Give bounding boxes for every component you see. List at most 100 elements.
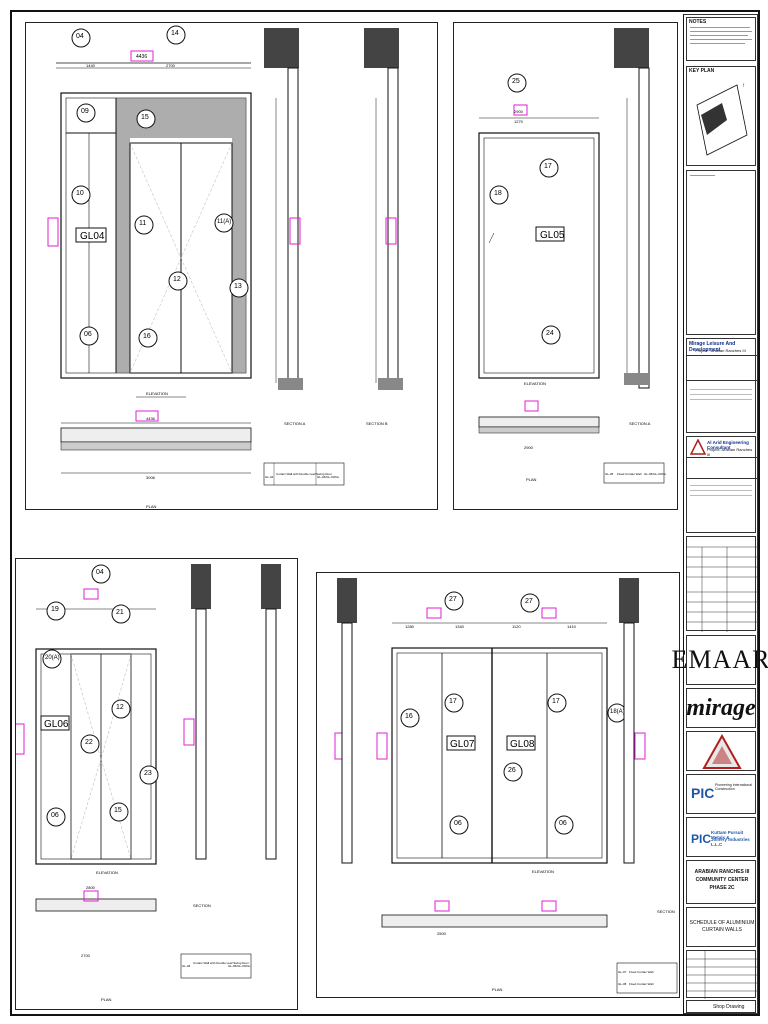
pic-company-name: Pioneering International Construction (715, 783, 752, 791)
drawing-info-grid (687, 951, 757, 999)
drawing-sheet-border (10, 10, 760, 1016)
bubble-label: 25 (512, 78, 520, 85)
bubble-label: 13 (234, 283, 242, 290)
schedule-cell: GL-05/GL-03/GL (644, 472, 667, 476)
schedule-cell: Fixed Curtain Wall (629, 970, 654, 974)
bubble-label: 23 (144, 770, 152, 777)
elevation-title: ELEVATION (524, 381, 546, 386)
project-name-box: ARABIAN RANCHES III COMMUNITY CENTER PHA… (686, 860, 756, 904)
svg-text:↑: ↑ (742, 83, 745, 89)
schedule-cell: GL-07 (618, 970, 627, 974)
consultant-name: Al Arid Engineering Consultant (707, 440, 749, 450)
dim-label: 1120 (512, 624, 521, 629)
drawing-info-box (686, 950, 757, 999)
consultant-project: Project: Arabian Ranches III (707, 447, 753, 457)
schedule-cell: GL-05 (605, 472, 614, 476)
consultant-logo-icon (690, 439, 706, 455)
bubble-label: 10 (76, 190, 84, 197)
project-line-2: COMMUNITY CENTER (695, 877, 749, 883)
gl07-gl08-drawing: 1280 1340 1120 1410 GL07 GL08 27 27 17 1… (334, 578, 678, 994)
client-project: Project : Arabian Ranches III (695, 348, 746, 353)
pic2-name-line2: Joinery Industries L.L.C (711, 837, 750, 847)
bubble-label: 21 (116, 609, 124, 616)
gl06-drawing: GL06 04 19 21 20(A) 12 22 23 06 15 ELEVA… (13, 564, 281, 1002)
type-tag-gl07: GL07 (450, 739, 475, 750)
dim-label: 2900 (514, 109, 524, 114)
plan-title: PLAN (101, 997, 112, 1002)
callout-bubbles: 04 14 09 15 10 11 11(A) 12 13 06 16 (71, 25, 249, 348)
elevation-title: ELEVATION (532, 869, 554, 874)
consultant-triangle-icon (702, 734, 742, 769)
section-title: SECTION B (366, 421, 388, 426)
panel-gl05: 2900 1270 GL05 25 17 18 24 ELEVATION 290… (453, 22, 678, 510)
bubble-label: 18 (494, 190, 502, 197)
type-tag-gl08: GL08 (510, 739, 535, 750)
bubble-label: 04 (96, 569, 104, 576)
panel-gl06: GL06 04 19 21 20(A) 12 22 23 06 15 ELEVA… (13, 558, 298, 1010)
sheet-title-line-1: SCHEDULE OF ALUMINIUM (689, 920, 755, 926)
client-name: Mirage Leisure And Development (689, 341, 736, 353)
emaar-logo: EMAAR (671, 645, 768, 674)
sheet-title-box: SCHEDULE OF ALUMINIUM CURTAIN WALLS (686, 907, 756, 947)
bubble-label: 22 (85, 739, 93, 746)
bubble-label: 14 (171, 30, 179, 37)
panel-gl07-gl08: 1280 1340 1120 1410 GL07 GL08 27 27 17 1… (316, 572, 680, 998)
section-title: SECTION (193, 903, 211, 908)
plan-title: PLAN (492, 987, 503, 992)
bubble-label: 16 (405, 713, 413, 720)
schedule-cell: Fixed Curtain Wall (617, 472, 642, 476)
panel-gl04: 1440 2700 4436 GL04 04 14 09 15 1 (25, 22, 438, 510)
dim-label: 1270 (514, 119, 524, 124)
type-tag-gl04: GL04 (80, 231, 105, 242)
bubble-label: 19 (51, 606, 59, 613)
gl04-drawing: 1440 2700 4436 GL04 04 14 09 15 1 (47, 25, 403, 509)
bubble-label: 17 (449, 698, 457, 705)
bubble-label: 27 (525, 598, 533, 605)
plan-title: PLAN (146, 504, 157, 509)
dim-label: 4436 (146, 416, 156, 421)
notes-box: NOTES (686, 17, 756, 61)
bubble-label: 11 (139, 220, 146, 227)
section-title: SECTION A (284, 421, 306, 426)
bubble-label: 16 (143, 333, 151, 340)
dim-label-total: 4436 (136, 54, 147, 60)
bubble-label: 06 (454, 820, 462, 827)
revision-box (686, 170, 756, 335)
mirage-logo: mirage (686, 694, 756, 721)
bubble-label: 15 (141, 114, 149, 121)
section-title: SECTION (657, 909, 675, 914)
dim-label: 1410 (567, 624, 577, 629)
pic-logo-box-1: PIC Pioneering International Constructio… (686, 774, 756, 814)
project-line-3: PHASE 2C (709, 885, 735, 891)
pic-logo-2: PIC (691, 832, 712, 846)
bubble-label: 20(A) (45, 655, 60, 661)
bubble-label: 12 (116, 704, 124, 711)
drawing-status-box: Shop Drawing (686, 1000, 756, 1013)
type-tag-gl06: GL06 (44, 719, 69, 730)
bubble-label: 17 (544, 163, 552, 170)
dim-label: 2700 (81, 953, 91, 958)
dim-label: 2500 (437, 931, 447, 936)
bubble-label: 09 (81, 108, 89, 115)
bubble-label: 06 (84, 331, 92, 338)
bubble-label: 24 (546, 330, 554, 337)
dim-label: 2800 (86, 885, 96, 890)
elevation-title: ELEVATION (146, 391, 168, 396)
bubble-label: 17 (552, 698, 560, 705)
sheet-title-line-2: CURTAIN WALLS (702, 927, 742, 933)
pic-logo-1: PIC (691, 785, 715, 801)
gl05-drawing: 2900 1270 GL05 25 17 18 24 ELEVATION 290… (478, 28, 667, 484)
key-plan-box: KEY PLAN ↑ (686, 66, 756, 166)
emaar-logo-box: EMAAR (672, 635, 768, 685)
client-block: Mirage Leisure And Development Project :… (686, 338, 757, 433)
section-title: SECTION A (629, 421, 651, 426)
bubble-label: 06 (559, 820, 567, 827)
project-line-1: ARABIAN RANCHES III (694, 869, 750, 875)
schedule-cell: GL-04/GL-03/GL (317, 475, 340, 479)
drawing-status: Shop Drawing (713, 1004, 745, 1010)
schedule-cell: GL-08 (618, 982, 627, 986)
type-tag-gl05: GL05 (540, 230, 565, 241)
schedule-cell: GL-04 (265, 475, 274, 479)
bubble-label: 06 (51, 812, 59, 819)
schedule-cell: Fixed Curtain Wall (629, 982, 654, 986)
